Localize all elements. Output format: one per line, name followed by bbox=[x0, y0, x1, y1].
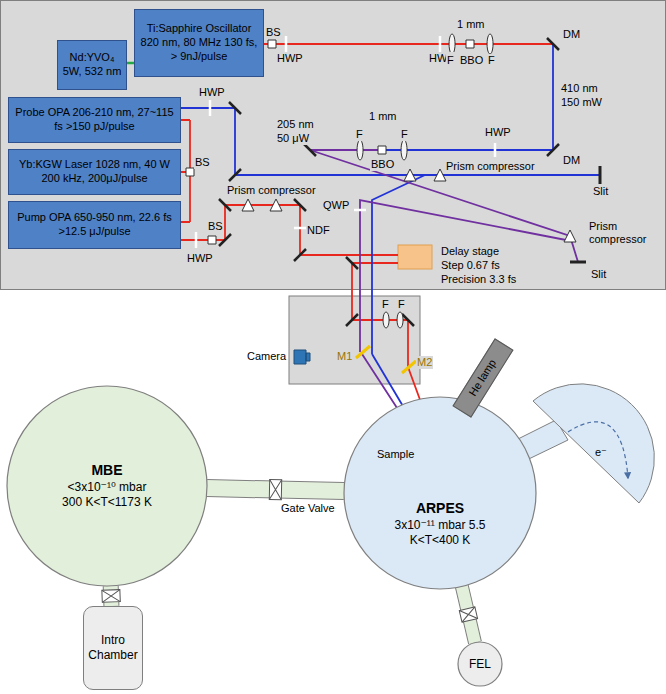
vacuum-connection bbox=[459, 586, 477, 642]
valve-symbol bbox=[102, 590, 120, 603]
node-text: He lamp bbox=[466, 357, 499, 399]
node-text: Ti:Sapphire Oscillator 820 nm, 80 MHz 13… bbox=[138, 22, 260, 63]
component-label: HWP bbox=[484, 126, 512, 139]
component-label: F bbox=[400, 128, 409, 141]
component-label: Slit bbox=[592, 185, 609, 198]
component-label: Prism compressor bbox=[226, 184, 317, 197]
component-label: 50 μW bbox=[276, 132, 310, 145]
hemispherical-analyzer bbox=[533, 384, 654, 503]
electron-path bbox=[568, 422, 628, 478]
component-label: F bbox=[397, 298, 406, 311]
circle-shape bbox=[458, 642, 502, 686]
delay-stage bbox=[398, 245, 432, 269]
component-label: BS bbox=[194, 156, 211, 169]
source-circle: FEL bbox=[457, 641, 503, 687]
node-text: Intro Chamber bbox=[87, 633, 139, 663]
component-label: BBO bbox=[459, 54, 484, 67]
component-label: Delay stage bbox=[440, 245, 500, 258]
component-label: 1 mm bbox=[456, 18, 486, 31]
component-label: HWP bbox=[186, 252, 214, 265]
component-label: Camera bbox=[246, 350, 287, 363]
laser-box: Nd:YVO₄ 5W, 532 nm bbox=[57, 40, 127, 90]
component-label: 205 nm bbox=[276, 118, 315, 131]
component-label: F bbox=[487, 54, 496, 67]
node-heading: MBE bbox=[91, 462, 122, 480]
valve-body bbox=[269, 479, 281, 499]
component-label: F bbox=[446, 54, 455, 67]
laser-box: Probe OPA 206-210 nm, 27~115 fs >150 pJ/… bbox=[8, 97, 181, 143]
component-label: HWP bbox=[276, 52, 304, 65]
camera-mirror bbox=[356, 346, 416, 373]
circle-outline bbox=[343, 396, 537, 590]
valve-symbol bbox=[269, 479, 281, 499]
node-heading: ARPES bbox=[416, 500, 464, 518]
laser-box: Ti:Sapphire Oscillator 820 nm, 80 MHz 13… bbox=[134, 9, 264, 77]
slit bbox=[570, 166, 600, 262]
component-label: QWP bbox=[322, 199, 350, 212]
chamber-circle: MBE<3x10⁻¹⁰ mbar 300 K<T<1173 K bbox=[6, 385, 208, 587]
component-label: Gate Valve bbox=[280, 502, 336, 515]
laser-box: Yb:KGW Laser 1028 nm, 40 W 200 kHz, 200μ… bbox=[8, 149, 181, 195]
component-label: Prism compressor bbox=[445, 160, 536, 173]
component-label: BBO bbox=[370, 158, 395, 171]
component-label: Prism compressor bbox=[588, 220, 652, 245]
node-text: 3x10⁻¹¹ mbar 5.5 K<T<400 K bbox=[392, 518, 488, 548]
camera-icon bbox=[294, 350, 310, 364]
pump-green-beam bbox=[127, 62, 134, 65]
component-label: Step 0.67 fs bbox=[440, 259, 501, 272]
component-label: DM bbox=[562, 154, 581, 167]
node-text: <3x10⁻¹⁰ mbar 300 K<T<1173 K bbox=[59, 480, 155, 510]
component-label: e⁻ bbox=[594, 446, 608, 459]
circle-shape bbox=[344, 397, 536, 589]
component-label: BS bbox=[207, 220, 224, 233]
vacuum-connection bbox=[102, 586, 120, 606]
component-label: M1 bbox=[336, 350, 353, 363]
component-label: F bbox=[355, 128, 364, 141]
circle-shape bbox=[7, 386, 207, 586]
valve-cross bbox=[102, 590, 120, 603]
chamber-circle: ARPES3x10⁻¹¹ mbar 5.5 K<T<400 K bbox=[343, 396, 537, 590]
node-text: FEL bbox=[469, 657, 491, 672]
component-label: Slit bbox=[590, 268, 607, 281]
component-label: 150 mW bbox=[560, 96, 603, 109]
component-label: HWP bbox=[198, 86, 226, 99]
component-label: Sample bbox=[376, 448, 415, 461]
prism bbox=[242, 169, 576, 242]
component-label: NDF bbox=[306, 224, 331, 237]
node-text: Nd:YVO₄ 5W, 532 nm bbox=[61, 51, 123, 79]
component-label: Precision 3.3 fs bbox=[440, 273, 517, 286]
camera-table bbox=[289, 296, 420, 384]
component-label: 1 mm bbox=[368, 110, 398, 123]
mirror bbox=[219, 38, 559, 326]
component-label: M2 bbox=[416, 356, 433, 369]
valve-cross bbox=[459, 607, 477, 622]
valve-symbol bbox=[459, 607, 477, 622]
component-label: BS bbox=[265, 26, 282, 39]
node-text: Yb:KGW Laser 1028 nm, 40 W 200 kHz, 200μ… bbox=[12, 158, 177, 186]
laser-box: Pump OPA 650-950 nm, 22.6 fs >12.5 μJ/pu… bbox=[8, 201, 181, 249]
valve-body bbox=[102, 590, 120, 603]
valve-cross bbox=[269, 479, 281, 499]
chamber-box: Intro Chamber bbox=[83, 606, 143, 690]
vacuum-connection bbox=[207, 479, 344, 499]
tube-outline bbox=[103, 586, 120, 606]
valve-body bbox=[459, 607, 477, 622]
node-text: Probe OPA 206-210 nm, 27~115 fs >150 pJ/… bbox=[12, 106, 177, 134]
node-text: Pump OPA 650-950 nm, 22.6 fs >12.5 μJ/pu… bbox=[12, 211, 177, 239]
component-label: DM bbox=[562, 28, 581, 41]
lamp-housing: He lamp bbox=[452, 338, 513, 418]
component-label: F bbox=[381, 298, 390, 311]
component-label: 410 nm bbox=[560, 82, 599, 95]
